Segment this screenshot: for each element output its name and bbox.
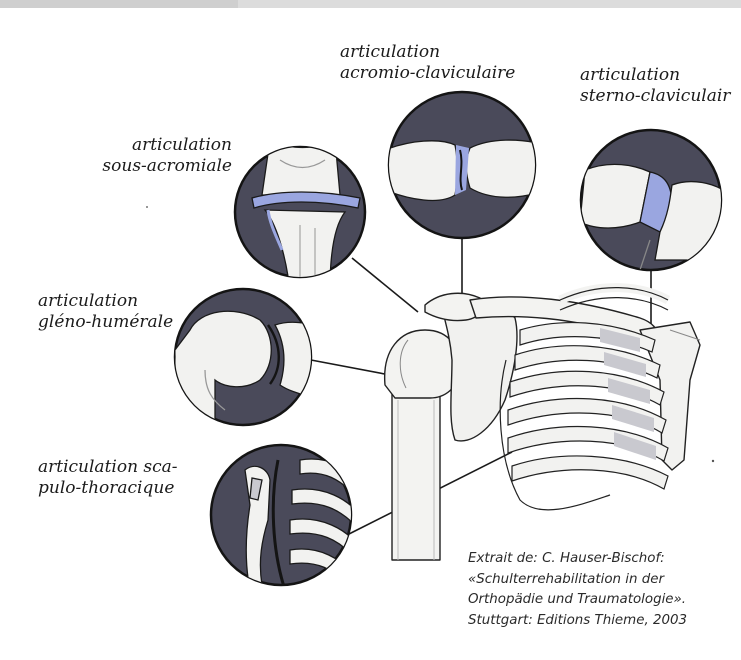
speck (146, 206, 148, 208)
label-acromio-claviculaire: articulation acromio-claviculaire (340, 42, 515, 84)
inset-acromio-claviculaire (385, 92, 545, 238)
credit-line: Orthopädie und Traumatologie». (468, 590, 687, 611)
connector-sous-acromiale (352, 258, 418, 312)
label-sous-acromiale: articulation sous-acromiale (95, 135, 232, 177)
label-line: articulation (95, 135, 232, 156)
inset-scapulo-thoracique (211, 445, 360, 590)
inset-gleno-humerale (175, 289, 320, 430)
source-credit: Extrait de: C. Hauser-Bischof: «Schulter… (468, 549, 687, 631)
credit-line: «Schulterrehabilitation in der (468, 570, 687, 591)
label-scapulo-thoracique: articulation sca- pulo-thoracique (38, 457, 178, 499)
label-line: acromio-claviculaire (340, 63, 515, 84)
speck (712, 460, 714, 462)
label-line: articulation (38, 291, 173, 312)
label-line: articulation sca- (38, 457, 178, 478)
label-line: sterno-claviculair (580, 86, 741, 107)
ribcage (500, 323, 668, 510)
label-sterno-claviculaire: articulation sterno-claviculair (580, 65, 741, 107)
humerus-shaft (392, 380, 440, 560)
inset-sous-acromiale (235, 140, 365, 290)
label-line: sous-acromiale (95, 156, 232, 177)
label-line: gléno-humérale (38, 312, 173, 333)
label-line: articulation (340, 42, 515, 63)
credit-line: Stuttgart: Editions Thieme, 2003 (468, 611, 687, 632)
label-line: pulo-thoracique (38, 478, 178, 499)
inset-sterno-claviculaire (580, 130, 730, 270)
label-line: articulation (580, 65, 741, 86)
credit-line: Extrait de: C. Hauser-Bischof: (468, 549, 687, 570)
label-gleno-humerale: articulation gléno-humérale (38, 291, 173, 333)
